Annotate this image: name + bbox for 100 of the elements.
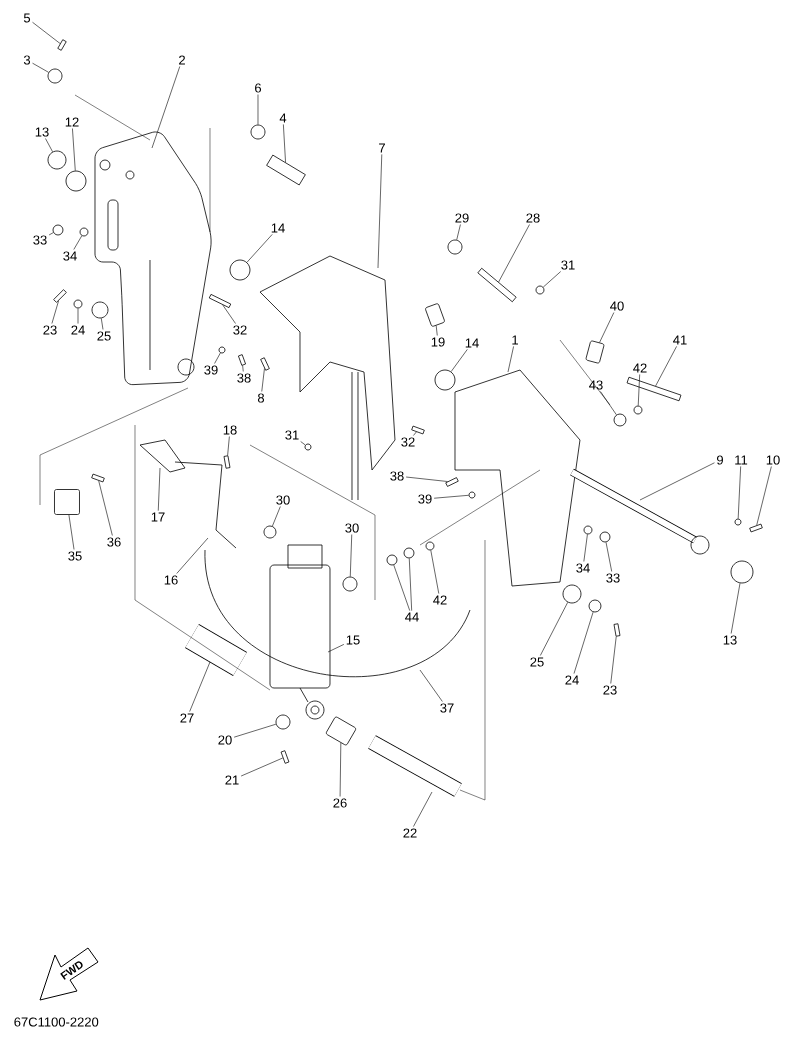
callout-number: 38	[390, 471, 404, 481]
callout-number: 29	[455, 213, 469, 223]
bolt-part	[91, 473, 105, 483]
leader-line	[100, 318, 104, 330]
round-part	[425, 541, 435, 551]
callout-number: 33	[606, 573, 620, 583]
callout-number: 25	[97, 331, 111, 341]
leader-line	[32, 62, 49, 73]
leader-line	[240, 757, 284, 777]
leader-line	[405, 476, 448, 482]
callout-number: 16	[164, 575, 178, 585]
bolt-part	[411, 425, 425, 435]
round-part	[468, 491, 476, 499]
callout-number: 18	[223, 425, 237, 435]
leader-line	[639, 462, 715, 501]
leader-line	[456, 224, 461, 241]
callout-number: 14	[271, 223, 285, 233]
bolt-part	[445, 477, 459, 487]
round-part	[229, 259, 251, 281]
callout-number: 34	[576, 563, 590, 573]
callout-number: 13	[35, 127, 49, 137]
leader-line	[419, 669, 443, 702]
bolt-part	[280, 750, 290, 764]
callout-number: 34	[63, 251, 77, 261]
callout-number: 19	[431, 337, 445, 347]
bolt-part	[208, 294, 232, 309]
leader-line	[737, 466, 741, 519]
bolt-part	[238, 354, 246, 366]
callout-number: 42	[633, 363, 647, 373]
callout-number: 9	[717, 455, 723, 465]
bolt-part	[613, 623, 621, 637]
round-part	[91, 301, 109, 319]
callout-number: 39	[204, 365, 218, 375]
callout-number: 23	[603, 685, 617, 695]
callout-number: 11	[735, 455, 748, 465]
leader-line	[413, 791, 433, 827]
leader-line	[257, 94, 259, 125]
leader-line	[72, 128, 76, 171]
leader-line	[327, 644, 345, 653]
bolt-part	[749, 523, 763, 533]
leader-line	[77, 308, 79, 324]
callout-number: 27	[180, 713, 194, 723]
callout-number: 35	[68, 551, 82, 561]
callout-number: 42	[433, 595, 447, 605]
leader-line	[222, 304, 236, 324]
callout-number: 36	[107, 537, 121, 547]
round-part	[304, 443, 312, 451]
callout-number: 44	[405, 612, 419, 622]
leader-line	[600, 391, 617, 416]
bolt-part	[477, 267, 517, 303]
callout-number: 32	[401, 437, 415, 447]
callout-number: 39	[418, 494, 432, 504]
leader-line	[349, 534, 353, 577]
bolt-part	[57, 39, 67, 51]
callout-number: 41	[673, 335, 687, 345]
leader-line	[450, 349, 468, 372]
callout-number: 24	[71, 325, 85, 335]
round-part	[633, 405, 643, 415]
leader-line	[233, 723, 277, 738]
bolt-part	[266, 154, 306, 186]
round-part	[583, 525, 593, 535]
leader-line	[573, 611, 594, 674]
callout-number: 3	[23, 55, 31, 65]
callout-number: 30	[345, 523, 359, 533]
callout-number: 38	[237, 373, 251, 383]
bolt-part	[626, 376, 682, 402]
leader-line	[242, 365, 244, 372]
round-part	[535, 285, 545, 295]
leader-line	[157, 467, 161, 511]
callout-number: 23	[43, 325, 57, 335]
plate-part	[425, 303, 445, 327]
round-part	[263, 525, 277, 539]
round-part	[79, 227, 89, 237]
round-part	[447, 239, 463, 255]
leader-line	[393, 564, 411, 611]
callout-number: 22	[403, 828, 417, 838]
callout-number: 20	[218, 735, 232, 745]
callout-number: 21	[225, 775, 239, 785]
leader-line	[605, 542, 613, 572]
callout-number: 26	[333, 798, 347, 808]
callout-number: 37	[440, 703, 454, 713]
round-part	[403, 547, 415, 559]
leader-line	[227, 436, 230, 456]
callout-number: 40	[610, 301, 624, 311]
callout-number: 24	[565, 675, 579, 685]
callout-number: 32	[233, 325, 247, 335]
leader-line	[433, 495, 469, 499]
leader-line	[45, 138, 53, 153]
leader-line	[756, 466, 772, 526]
round-part	[342, 576, 358, 592]
callout-number: 43	[589, 380, 603, 390]
callout-number: 14	[465, 338, 479, 348]
leader-line	[599, 312, 615, 343]
leader-line	[272, 506, 281, 527]
callout-number: 28	[526, 213, 540, 223]
leader-line	[610, 636, 617, 684]
leader-line	[540, 602, 568, 656]
round-part	[434, 369, 456, 391]
leader-line	[151, 66, 181, 149]
callout-number: 7	[379, 143, 385, 153]
